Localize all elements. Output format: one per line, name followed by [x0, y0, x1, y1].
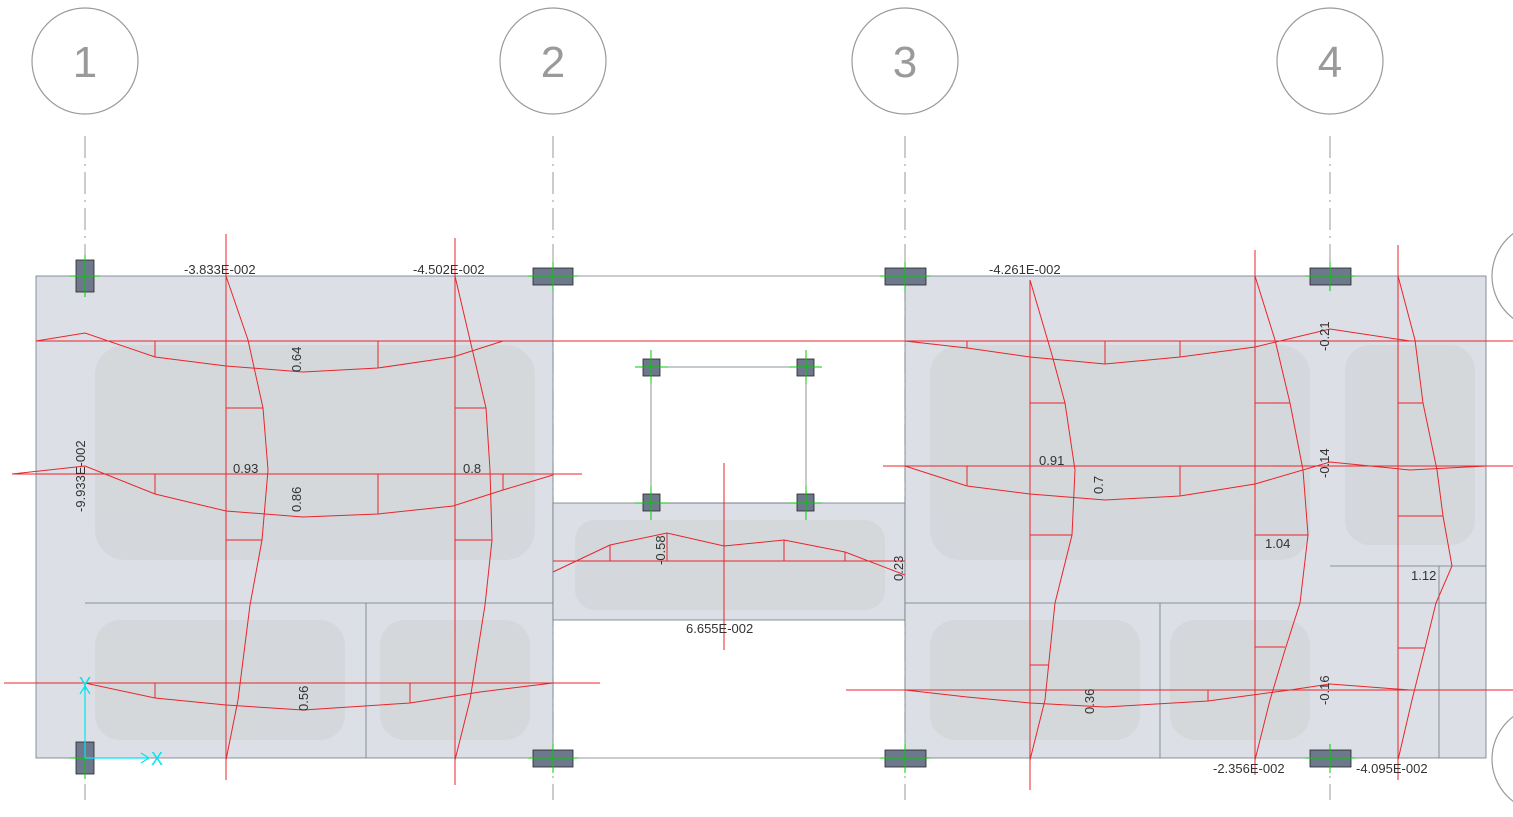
- columns: [70, 255, 1355, 779]
- grid-bubble-label-1: 1: [73, 38, 97, 87]
- moment-diagrams: [4, 234, 1513, 790]
- column[interactable]: [1305, 744, 1355, 773]
- moment-label: 0.86: [289, 487, 304, 512]
- column[interactable]: [528, 744, 578, 773]
- moment-label: 0.8: [463, 461, 481, 476]
- moment-label: -3.833E-002: [184, 262, 256, 277]
- grid-bubble-1[interactable]: 1: [31, 7, 139, 115]
- moment-label: 6.655E-002: [686, 621, 753, 636]
- moment-label: -0.14: [1317, 448, 1332, 478]
- moment-label: -0.58: [653, 535, 668, 565]
- moment-label: -0.21: [1317, 321, 1332, 351]
- grid-bubbles: 1 2 3 4: [31, 7, 1513, 802]
- grid-bubble-3[interactable]: 3: [851, 7, 959, 115]
- grid-bubble-label-3: 3: [893, 38, 917, 87]
- moment-label: -2.356E-002: [1213, 761, 1285, 776]
- grid-bubble-label-4: 4: [1318, 38, 1342, 87]
- slab-shading: [95, 345, 1475, 740]
- moment-label: -9.933E-002: [73, 440, 88, 512]
- moment-label: -4.502E-002: [413, 262, 485, 277]
- column[interactable]: [789, 350, 822, 384]
- moment-label: 0.56: [296, 686, 311, 711]
- axis-x-label: X: [151, 749, 163, 769]
- moment-label: -0.16: [1317, 675, 1332, 705]
- value-labels: -3.833E-002 -4.502E-002 -4.261E-002 -9.9…: [73, 262, 1436, 776]
- axis-y-label: Y: [79, 674, 91, 694]
- column[interactable]: [528, 262, 578, 291]
- column[interactable]: [880, 744, 930, 773]
- axis-indicator: X Y: [79, 674, 163, 769]
- column[interactable]: [880, 262, 930, 291]
- column[interactable]: [1305, 262, 1355, 291]
- panel-lines: [85, 275, 1486, 759]
- moment-label: 0.64: [289, 347, 304, 372]
- moment-label: 1.12: [1411, 568, 1436, 583]
- column[interactable]: [635, 350, 668, 384]
- column[interactable]: [70, 255, 100, 297]
- grid-bubble-2[interactable]: 2: [499, 7, 607, 115]
- moment-label: 0.23: [891, 556, 906, 581]
- moment-label: 0.36: [1082, 689, 1097, 714]
- column[interactable]: [635, 486, 668, 520]
- moment-label: 0.93: [233, 461, 258, 476]
- moment-label: 0.7: [1091, 476, 1106, 494]
- grid-bubble-partial-top: [1491, 233, 1513, 319]
- moment-label: -4.261E-002: [989, 262, 1061, 277]
- moment-label: -4.095E-002: [1356, 761, 1428, 776]
- moment-label: 0.91: [1039, 453, 1064, 468]
- grid-bubble-partial-bottom: [1491, 716, 1513, 802]
- column[interactable]: [789, 486, 822, 520]
- moment-label: 1.04: [1265, 536, 1290, 551]
- grid-bubble-label-2: 2: [541, 38, 565, 87]
- grid-bubble-4[interactable]: 4: [1276, 7, 1384, 115]
